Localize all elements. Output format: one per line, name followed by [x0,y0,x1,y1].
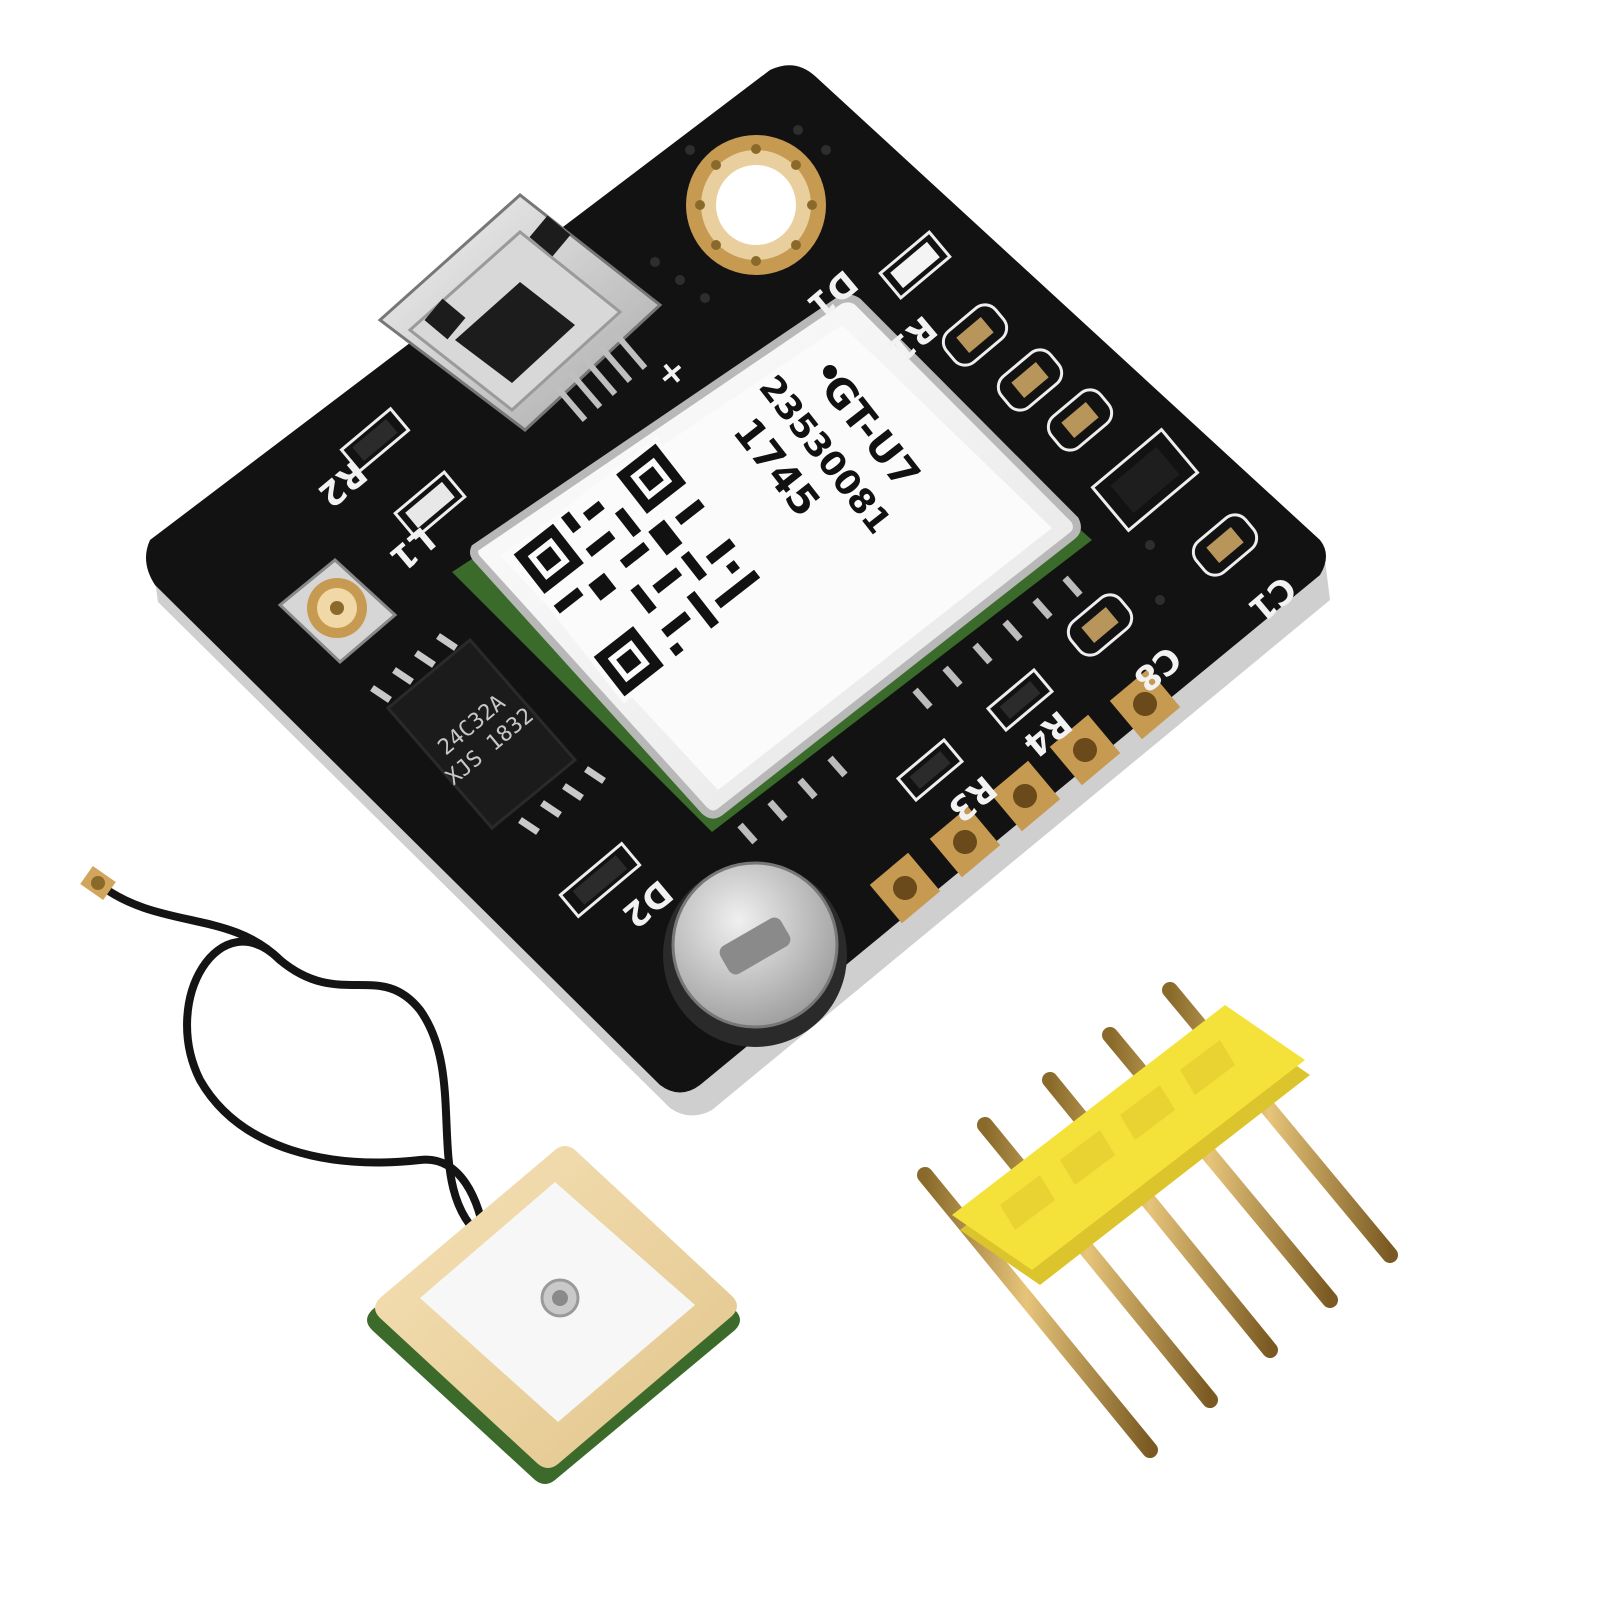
shield-solder-pins [737,575,1083,845]
header-solder-pads [869,668,1181,924]
backup-battery [663,861,847,1047]
pin-header [917,982,1398,1458]
ceramic-patch-antenna [367,1146,740,1484]
mounting-hole [686,135,826,275]
gps-module-board: GT-U7 23530081 1745 [146,65,1330,1116]
ipex-cable-connector [80,865,116,901]
ipex-antenna-connector [277,558,398,665]
qr-code [506,436,774,704]
ipex-antenna-cable [80,865,489,1244]
usb-pins [552,331,648,422]
eeprom-chip: 24C32A XJS 1832 [370,633,606,835]
micro-usb-port [377,193,663,432]
header-plastic-spacer [952,1005,1310,1285]
smd-components [339,230,1259,919]
gps-module-shield: GT-U7 23530081 1745 [452,294,1092,832]
